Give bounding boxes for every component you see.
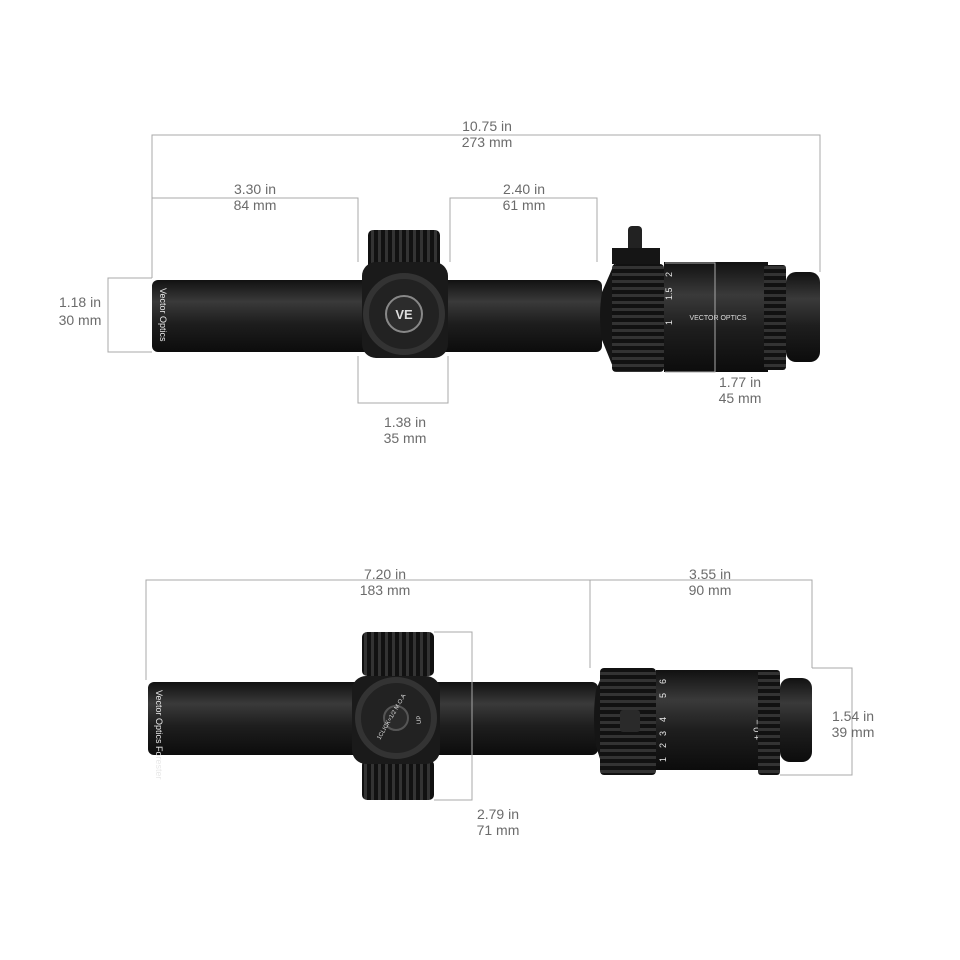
tube-diameter-in: 1.18 in bbox=[59, 294, 101, 310]
tube-text: Vector Optics Forester bbox=[154, 690, 164, 780]
illumination-knob bbox=[362, 760, 434, 800]
tube-text: Vector Optics bbox=[158, 288, 168, 342]
brand-logo-icon bbox=[385, 295, 423, 333]
eyepiece-length-in: 3.55 in bbox=[689, 566, 731, 582]
front-length-in: 7.20 in bbox=[364, 566, 406, 582]
svg-text:3: 3 bbox=[658, 731, 668, 736]
tube-diameter-mm: 30 mm bbox=[59, 312, 102, 328]
power-mark: 1 bbox=[664, 320, 674, 325]
side-view-scope: Vector Optics VE 1 1.5 2 VECTOR OPTICS bbox=[152, 226, 820, 372]
elevation-knob bbox=[368, 230, 440, 270]
power-marks: 1 2 3 4 5 6 bbox=[658, 679, 668, 762]
power-mark: 2 bbox=[664, 272, 674, 277]
turret-to-power-mm: 61 mm bbox=[503, 197, 546, 213]
overall-length-mm: 273 mm bbox=[462, 134, 513, 150]
objective-to-turret-in: 3.30 in bbox=[234, 181, 276, 197]
front-length-mm: 183 mm bbox=[360, 582, 411, 598]
svg-text:2: 2 bbox=[658, 743, 668, 748]
svg-text:4: 4 bbox=[658, 717, 668, 722]
turret-height-in: 2.79 in bbox=[477, 806, 519, 822]
diopter-marks: + 0 − bbox=[752, 719, 762, 740]
throw-lever bbox=[620, 710, 640, 732]
svg-text:6: 6 bbox=[658, 679, 668, 684]
elevation-knob bbox=[362, 632, 434, 676]
objective-to-turret-mm: 84 mm bbox=[234, 197, 277, 213]
top-view-dimensions: 7.20 in 183 mm 3.55 in 90 mm 1.54 in 39 … bbox=[145, 566, 875, 838]
diopter-ring bbox=[764, 265, 786, 370]
turret-width-in: 1.38 in bbox=[384, 414, 426, 430]
eyepiece-end bbox=[786, 272, 820, 362]
eyepiece-diameter-in: 1.54 in bbox=[832, 708, 874, 724]
side-view-dimensions: 10.75 in 273 mm 3.30 in 84 mm 2.40 in 61… bbox=[59, 118, 821, 446]
throw-lever bbox=[628, 226, 642, 252]
top-view-scope: Vector Optics Forester 1CLICK=1/2 M.O.A … bbox=[148, 632, 812, 800]
eyepiece-end bbox=[780, 678, 812, 762]
eyepiece-body bbox=[656, 670, 762, 770]
eyepiece-diameter-mm: 39 mm bbox=[832, 724, 875, 740]
overall-length-in: 10.75 in bbox=[462, 118, 512, 134]
eyepiece-diameter-mm: 45 mm bbox=[719, 390, 762, 406]
eyepiece-body bbox=[664, 262, 768, 372]
power-mark: 1.5 bbox=[664, 287, 674, 300]
up-text: UP bbox=[417, 716, 423, 724]
svg-text:5: 5 bbox=[658, 693, 668, 698]
turret-to-power-in: 2.40 in bbox=[503, 181, 545, 197]
turret-width-mm: 35 mm bbox=[384, 430, 427, 446]
svg-text:VE: VE bbox=[395, 307, 413, 322]
turret-height-mm: 71 mm bbox=[477, 822, 520, 838]
power-ring bbox=[612, 264, 664, 372]
svg-text:1: 1 bbox=[658, 757, 668, 762]
eyepiece-diameter-in: 1.77 in bbox=[719, 374, 761, 390]
windage-cap-icon bbox=[383, 705, 409, 731]
brand-logo: VECTOR OPTICS bbox=[689, 315, 746, 322]
diopter-ring bbox=[758, 670, 780, 775]
eyepiece-length-mm: 90 mm bbox=[689, 582, 732, 598]
